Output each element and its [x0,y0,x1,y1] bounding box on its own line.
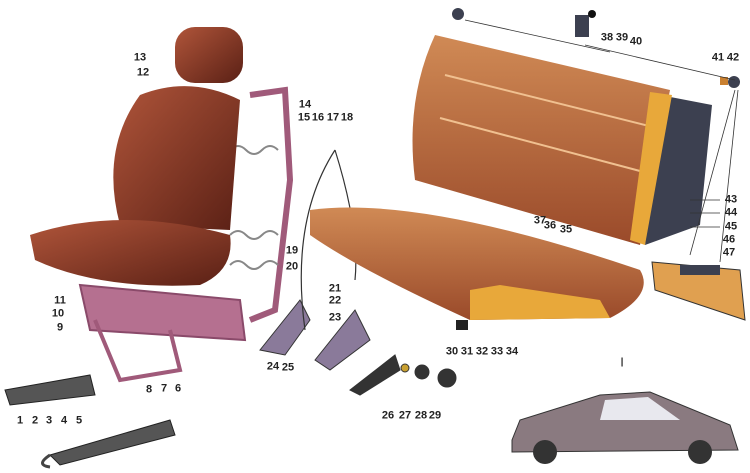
callout-42: 42 [726,51,740,64]
callout-14: 14 [298,98,312,111]
latch-detail-inset [651,261,746,321]
callout-3: 3 [45,414,53,427]
callout-10: 10 [51,307,65,320]
callout-20: 20 [285,260,299,273]
callout-41: 41 [711,51,725,64]
callout-31: 31 [460,345,474,358]
callout-17: 17 [326,111,340,124]
callout-27: 27 [398,409,412,422]
recliner-mechanisms [259,299,457,396]
callout-18: 18 [340,111,354,124]
seat-backrest [113,86,240,230]
callout-39: 39 [615,31,629,44]
callout-13: 13 [133,51,147,64]
callout-21: 21 [328,282,342,295]
callout-4: 4 [60,414,68,427]
callout-5: 5 [75,414,83,427]
callout-22: 22 [328,294,342,307]
front-seat [30,27,243,286]
front-seat-frame [78,86,294,383]
callout-12: 12 [136,66,150,79]
callout-30: 30 [445,345,459,358]
callout-29: 29 [428,409,442,422]
seat-rails [4,374,176,469]
callout-7: 7 [160,382,168,395]
callout-2: 2 [31,414,39,427]
callout-23: 23 [328,311,342,324]
callout-38: 38 [600,31,614,44]
callout-43: 43 [724,193,738,206]
callout-32: 32 [475,345,489,358]
callout-45: 45 [724,220,738,233]
callout-46: 46 [722,233,736,246]
callout-19: 19 [285,244,299,257]
callout-6: 6 [174,382,182,395]
callout-24: 24 [266,360,280,373]
callout-11: 11 [54,294,66,307]
callout-8: 8 [145,383,153,396]
callout-37: 37 [533,214,547,227]
callout-34: 34 [505,345,519,358]
rear-backrest [412,35,712,245]
callout-33: 33 [490,345,504,358]
callout-47: 47 [722,246,736,259]
seat-cushion [30,220,231,286]
callout-44: 44 [724,206,738,219]
callout-16: 16 [311,111,325,124]
headrest [175,27,243,83]
callout-26: 26 [381,409,395,422]
seat-springs [229,145,279,270]
callout-25: 25 [281,361,295,374]
rear-cushion [310,207,644,330]
leader-lines [464,19,739,263]
callout-36: 36 [543,219,557,232]
callout-1: 1 [16,414,24,427]
callout-40: 40 [629,35,643,48]
callout-35: 35 [559,223,573,236]
top-hinges [452,8,740,88]
callout-28: 28 [414,409,428,422]
car-silhouette [511,391,739,464]
callout-15: 15 [297,111,311,124]
callout-9: 9 [56,321,64,334]
inset-label: I [620,354,624,370]
